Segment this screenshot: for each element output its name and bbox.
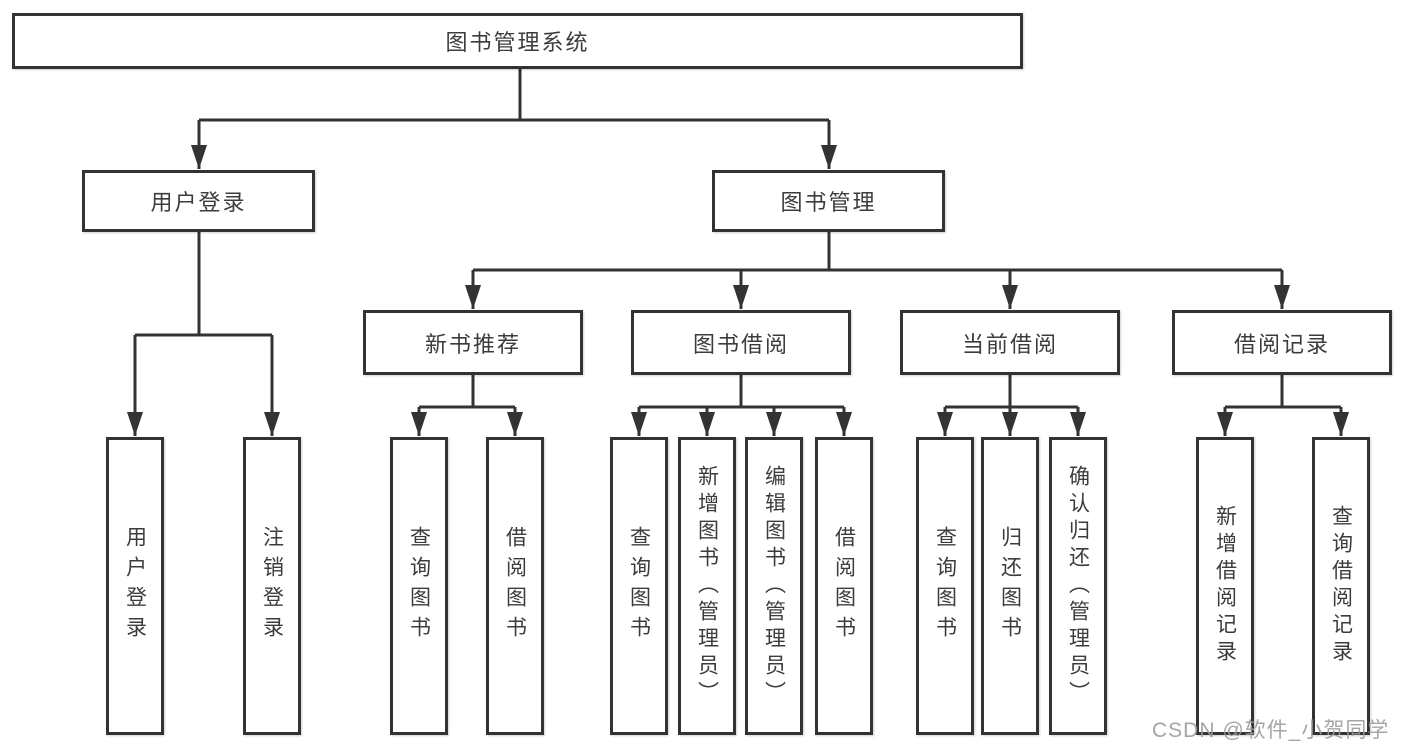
leaf-query-books-1-label: 查询图书 — [407, 526, 431, 646]
leaf-query-books-3-label: 查询图书 — [933, 526, 957, 646]
leaf-edit-book-admin-label: 编辑图书（管理员） — [762, 464, 786, 708]
leaf-confirm-return-admin-label: 确认归还（管理员） — [1066, 464, 1090, 708]
leaf-query-books-1: 查询图书 — [390, 437, 448, 735]
leaf-edit-book-admin: 编辑图书（管理员） — [745, 437, 803, 735]
leaf-add-book-admin-label: 新增图书（管理员） — [695, 464, 719, 708]
node-borrowing-records: 借阅记录 — [1172, 310, 1392, 375]
leaf-return-book-label: 归还图书 — [998, 526, 1022, 646]
leaf-query-books-2: 查询图书 — [610, 437, 668, 735]
leaf-borrow-books-2: 借阅图书 — [815, 437, 873, 735]
leaf-query-books-3: 查询图书 — [916, 437, 974, 735]
leaf-add-book-admin: 新增图书（管理员） — [678, 437, 736, 735]
leaf-add-borrow-record-label: 新增借阅记录 — [1213, 505, 1237, 667]
leaf-borrow-books-2-label: 借阅图书 — [832, 526, 856, 646]
node-book-management-label: 图书管理 — [780, 190, 877, 215]
node-user-login-label: 用户登录 — [150, 190, 247, 215]
leaf-return-book: 归还图书 — [981, 437, 1039, 735]
leaf-query-books-2-label: 查询图书 — [627, 526, 651, 646]
leaf-borrow-books-1: 借阅图书 — [486, 437, 544, 735]
node-borrowing-records-label: 借阅记录 — [1233, 331, 1330, 357]
node-root-system: 图书管理系统 — [12, 13, 1023, 69]
leaf-add-borrow-record: 新增借阅记录 — [1196, 437, 1254, 735]
node-book-borrowing-label: 图书借阅 — [692, 331, 789, 357]
leaf-borrow-books-1-label: 借阅图书 — [503, 526, 527, 646]
node-book-management: 图书管理 — [712, 170, 945, 232]
leaf-user-login: 用户登录 — [106, 437, 164, 735]
leaf-query-borrow-record: 查询借阅记录 — [1312, 437, 1370, 735]
node-root-label: 图书管理系统 — [445, 30, 590, 55]
leaf-confirm-return-admin: 确认归还（管理员） — [1049, 437, 1107, 735]
leaf-query-borrow-record-label: 查询借阅记录 — [1329, 505, 1353, 667]
node-new-book-recommend-label: 新书推荐 — [424, 331, 521, 357]
node-new-book-recommend: 新书推荐 — [363, 310, 583, 375]
leaf-logout-label: 注销登录 — [260, 526, 284, 646]
node-current-borrowing-label: 当前借阅 — [961, 331, 1058, 357]
node-current-borrowing: 当前借阅 — [900, 310, 1120, 375]
node-user-login: 用户登录 — [82, 170, 315, 232]
csdn-watermark: CSDN @软件_小贺同学 — [1152, 719, 1390, 742]
node-book-borrowing: 图书借阅 — [631, 310, 851, 375]
leaf-user-login-label: 用户登录 — [123, 526, 147, 646]
leaf-logout: 注销登录 — [243, 437, 301, 735]
